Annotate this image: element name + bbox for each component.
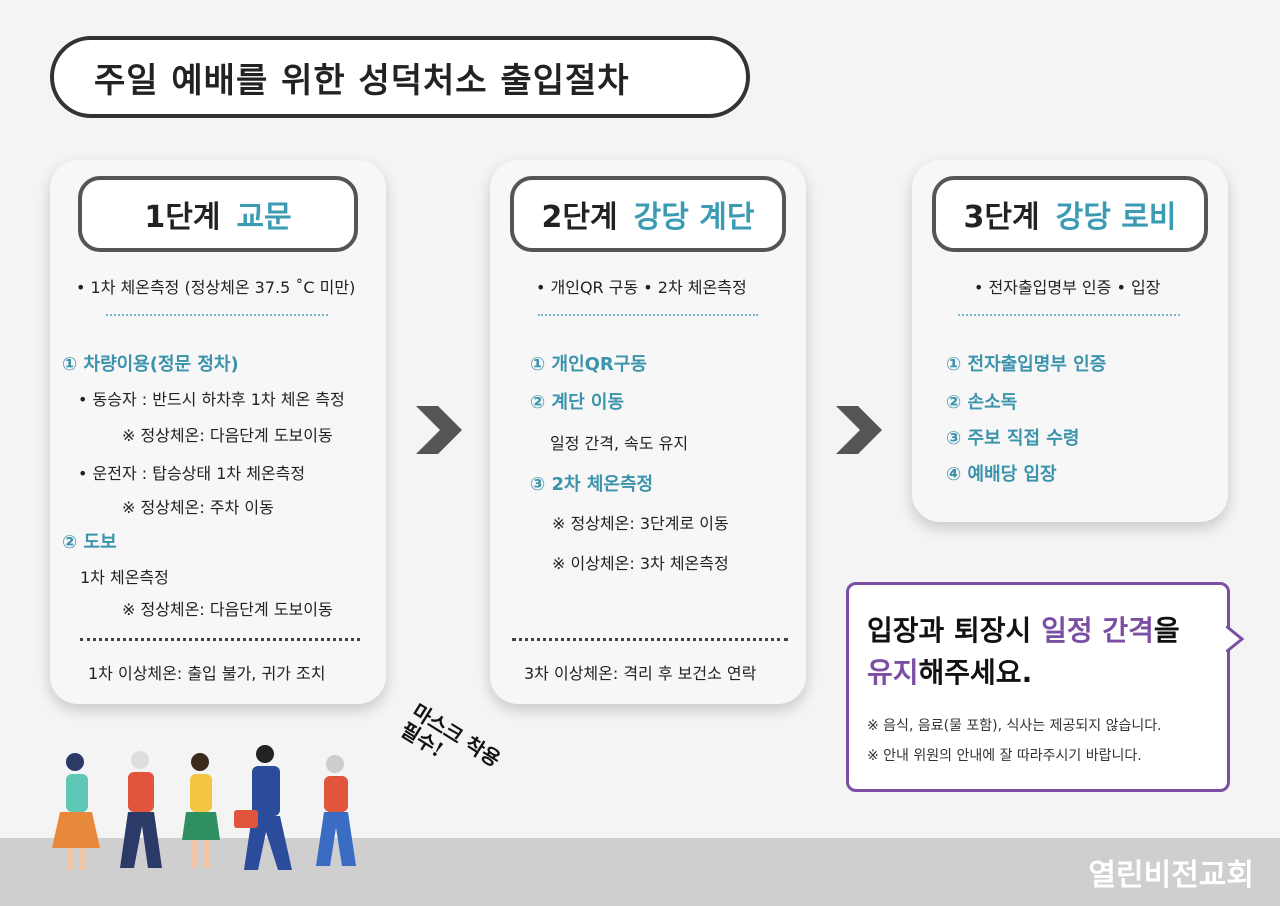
- stage2-label: 2단계: [541, 200, 618, 235]
- stage3-step1: ① 전자출입명부 인증: [946, 354, 1107, 375]
- stage2-footer: 3차 이상체온: 격리 후 보건소 연락: [524, 664, 757, 683]
- stage2-step2: ② 계단 이동: [530, 392, 625, 413]
- stage3-name: 강당 로비: [1055, 200, 1177, 235]
- stage3-step3: ③ 주보 직접 수령: [946, 428, 1080, 449]
- stage2-header: 2단계 강당 계단: [510, 176, 786, 252]
- chevron-right-icon: [836, 406, 882, 454]
- stage1-name: 교문: [236, 200, 292, 235]
- stage1-line: 1차 체온측정: [80, 568, 169, 587]
- speech-tail-icon: [1226, 626, 1245, 652]
- stage2-step3: ③ 2차 체온측정: [530, 474, 654, 495]
- stage1-footer-separator: [80, 638, 360, 641]
- stage2-line: ※ 정상체온: 3단계로 이동: [552, 514, 729, 533]
- stage3-step4: ④ 예배당 입장: [946, 464, 1057, 485]
- organization-logo: 열린비전교회: [1088, 858, 1254, 893]
- stage2-intro: • 개인QR 구동 • 2차 체온측정: [536, 278, 747, 297]
- stage1-line: • 동승자 : 반드시 하차후 1차 체온 측정: [78, 390, 345, 409]
- stage1-footer: 1차 이상체온: 출입 불가, 귀가 조치: [88, 664, 326, 683]
- stage3-header: 3단계 강당 로비: [932, 176, 1208, 252]
- stage3-separator: [958, 314, 1180, 316]
- mask-note: 마스크 착용 필수!: [396, 698, 505, 772]
- stage2-line: ※ 이상체온: 3차 체온측정: [552, 554, 729, 573]
- person-icon: [52, 753, 100, 870]
- stage1-line: • 운전자 : 탑승상태 1차 체온측정: [78, 464, 306, 483]
- stage3-intro: • 전자출입명부 인증 • 입장: [974, 278, 1161, 297]
- stage3-card: 3단계 강당 로비 • 전자출입명부 인증 • 입장 ① 전자출입명부 인증 ②…: [912, 160, 1228, 522]
- person-icon: [234, 745, 292, 870]
- stage1-line: ※ 정상체온: 다음단계 도보이동: [122, 426, 333, 445]
- notice-line2: 유지해주세요.: [867, 651, 1032, 691]
- notice-box: 입장과 퇴장시 일정 간격을 유지해주세요. ※ 음식, 음료(물 포함), 식…: [846, 582, 1230, 792]
- stage1-card: 1단계 교문 • 1차 체온측정 (정상체온 37.5 ˚C 미만) ① 차량이…: [50, 160, 386, 704]
- stage2-card: 2단계 강당 계단 • 개인QR 구동 • 2차 체온측정 ① 개인QR구동 ②…: [490, 160, 806, 704]
- person-icon: [316, 755, 356, 866]
- footer-bar: [0, 838, 1280, 906]
- notice-highlight: 유지: [867, 656, 919, 689]
- chevron-right-icon: [416, 406, 462, 454]
- stage2-step1: ① 개인QR구동: [530, 354, 647, 375]
- notice-highlight: 일정 간격: [1041, 614, 1154, 647]
- stage1-step2: ② 도보: [62, 532, 117, 553]
- notice-text: 입장과 퇴장시: [867, 614, 1042, 647]
- person-icon: [120, 751, 162, 868]
- notice-note: ※ 음식, 음료(물 포함), 식사는 제공되지 않습니다.: [867, 718, 1162, 734]
- stage1-header: 1단계 교문: [78, 176, 358, 252]
- stage1-label: 1단계: [144, 200, 221, 235]
- stage2-line: 일정 간격, 속도 유지: [550, 434, 689, 453]
- stage2-separator: [538, 314, 758, 316]
- stage1-line: ※ 정상체온: 주차 이동: [122, 498, 274, 517]
- person-icon: [182, 753, 220, 868]
- notice-text: 해주세요.: [918, 656, 1033, 689]
- page-title: 주일 예배를 위한 성덕처소 출입절차: [50, 36, 750, 118]
- notice-line1: 입장과 퇴장시 일정 간격을: [867, 609, 1180, 649]
- stage3-step2: ② 손소독: [946, 392, 1018, 413]
- stage1-intro: • 1차 체온측정 (정상체온 37.5 ˚C 미만): [76, 278, 356, 297]
- stage2-footer-separator: [512, 638, 788, 641]
- notice-text: 을: [1153, 614, 1180, 647]
- notice-note: ※ 안내 위원의 안내에 잘 따라주시기 바랍니다.: [867, 748, 1142, 764]
- stage1-separator: [106, 314, 328, 316]
- stage1-step1: ① 차량이용(정문 정차): [62, 354, 239, 375]
- people-illustration: [52, 745, 356, 870]
- stage1-line: ※ 정상체온: 다음단계 도보이동: [122, 600, 333, 619]
- stage3-label: 3단계: [963, 200, 1040, 235]
- stage2-name: 강당 계단: [633, 200, 755, 235]
